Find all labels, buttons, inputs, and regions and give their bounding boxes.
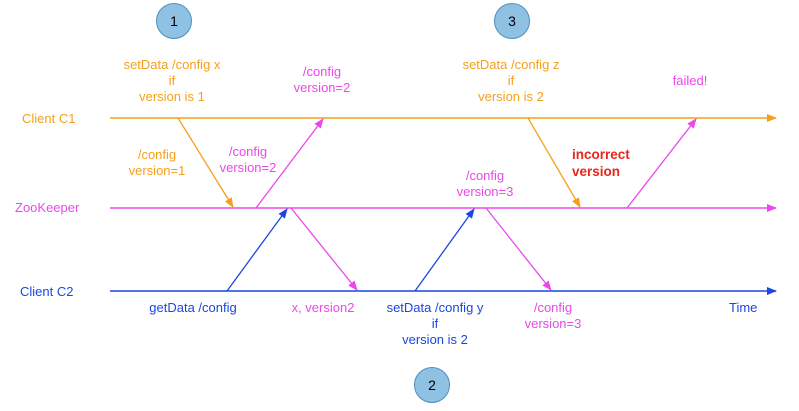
label-setdata-z-line-2: if <box>507 73 515 88</box>
label-config-version-3-bottom-line-2: version=3 <box>524 316 582 331</box>
label-config-version-2-mid-line-2: version=2 <box>219 160 277 175</box>
label-x-version2: x, version2 <box>291 300 355 315</box>
label-setdata-z-line-3: version is 2 <box>478 89 544 104</box>
arrow-getdata <box>226 208 288 292</box>
label-config-version-2-top: /config version=2 <box>287 64 357 96</box>
lane-label-client-c2: Client C2 <box>20 284 74 299</box>
time-axis-label: Time <box>729 300 758 315</box>
label-config-version-3-top-line-1: /config <box>465 168 505 183</box>
arrow-config-v3-reply-c2 <box>485 207 552 291</box>
label-config-version-1-line-1: /config <box>137 147 177 162</box>
step-2-badge: 2 <box>414 367 450 403</box>
label-setdata-x-line-2: if <box>168 73 176 88</box>
label-config-version-3-bottom: /config version=3 <box>517 300 589 332</box>
arrow-setdata-z <box>527 117 581 208</box>
label-config-version-3-bottom-line-1: /config <box>533 300 573 315</box>
label-setdata-y: setData /config y if version is 2 <box>375 300 495 348</box>
arrow-x-version2 <box>290 207 358 291</box>
label-config-version-2-mid-line-1: /config <box>228 144 268 159</box>
label-config-version-1-line-2: version=1 <box>128 163 186 178</box>
label-setdata-z-line-1: setData /config z <box>462 57 560 72</box>
label-setdata-x: setData /config x if version is 1 <box>112 57 232 105</box>
arrow-config-v2-reply-c1 <box>255 118 324 209</box>
label-incorrect-version-line-2: version <box>572 164 621 179</box>
label-setdata-x-line-1: setData /config x <box>123 57 221 72</box>
step-1-badge: 1 <box>156 3 192 39</box>
label-setdata-y-line-3: version is 2 <box>402 332 468 347</box>
label-incorrect-version: incorrect version <box>572 146 630 180</box>
label-setdata-y-line-1: setData /config y <box>386 300 484 315</box>
step-3-badge: 3 <box>494 3 530 39</box>
label-setdata-y-line-2: if <box>431 316 439 331</box>
label-config-version-2-top-line-1: /config <box>302 64 342 79</box>
label-config-version-3-top: /config version=3 <box>450 168 520 200</box>
label-getdata: getData /config <box>149 300 237 315</box>
label-setdata-x-line-3: version is 1 <box>139 89 205 104</box>
label-config-version-3-top-line-2: version=3 <box>456 184 514 199</box>
lane-label-client-c1: Client C1 <box>22 111 76 126</box>
label-incorrect-version-line-1: incorrect <box>572 147 630 162</box>
lane-label-zookeeper: ZooKeeper <box>15 200 80 215</box>
arrow-failed-reply <box>626 118 697 209</box>
label-config-version-1: /config version=1 <box>122 147 192 179</box>
arrow-setdata-x <box>177 117 234 208</box>
label-config-version-2-mid: /config version=2 <box>213 144 283 176</box>
label-config-version-2-top-line-2: version=2 <box>293 80 351 95</box>
label-failed: failed! <box>672 73 708 88</box>
arrow-setdata-y <box>414 208 475 292</box>
label-setdata-z: setData /config z if version is 2 <box>451 57 571 105</box>
